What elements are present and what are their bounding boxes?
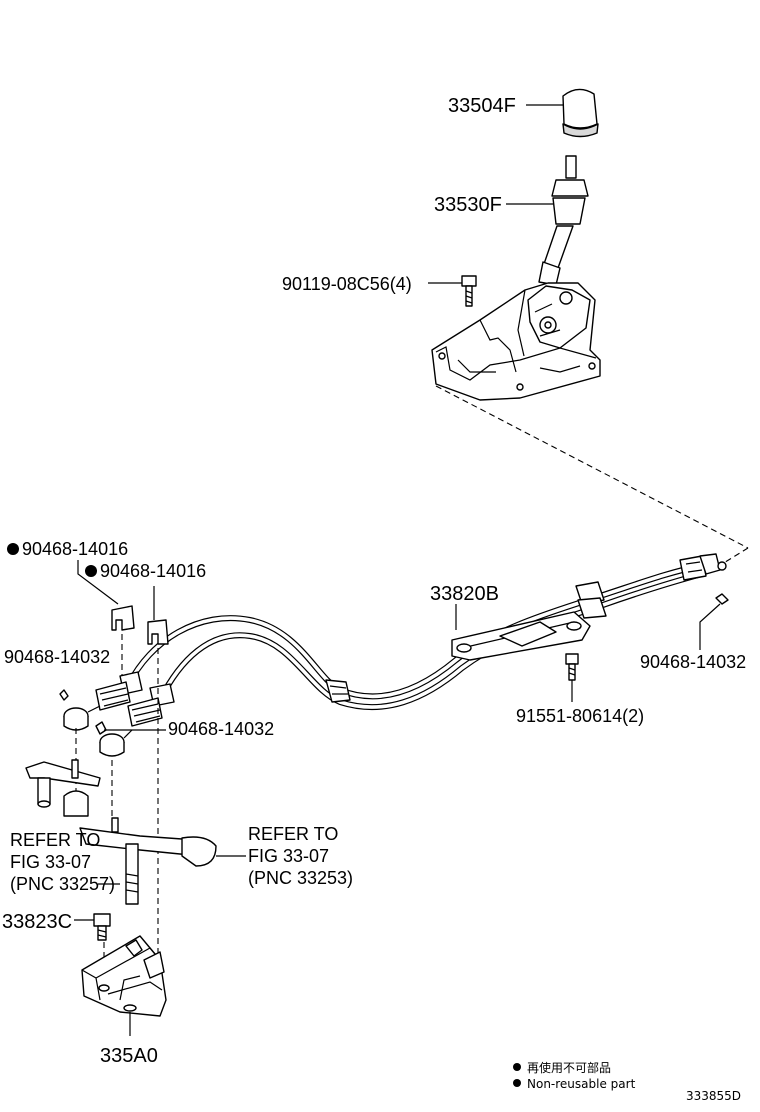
legend-dot-2 <box>513 1079 521 1087</box>
label-clip-lower-left: 90468-14032 <box>4 647 110 667</box>
refer-left-line3: (PNC 33257) <box>10 874 115 894</box>
shift-cable-assembly-part[interactable] <box>125 553 727 711</box>
clip-right-part[interactable] <box>715 593 729 605</box>
refer-left-line2: FIG 33-07 <box>10 852 91 872</box>
lever-bolt-part[interactable] <box>461 275 477 307</box>
clip-upper-left-part[interactable] <box>111 605 135 631</box>
label-clip-upper-right: 90468-14016 <box>100 561 206 581</box>
label-bracket-bolt: 33823C <box>2 911 72 933</box>
refer-right-line3: (PNC 33253) <box>248 868 353 888</box>
select-lever-part[interactable] <box>25 759 101 808</box>
label-lever: 33530F <box>434 194 502 216</box>
legend-dot-1 <box>513 1063 521 1071</box>
figure-id: 333855D <box>686 1089 741 1103</box>
non-reusable-dot-1 <box>7 543 19 555</box>
bracket-bolt-part[interactable] <box>93 913 111 941</box>
refer-right-line2: FIG 33-07 <box>248 846 329 866</box>
cable-end-left-part[interactable] <box>63 671 143 731</box>
non-reusable-dot-2 <box>85 565 97 577</box>
legend-en: Non-reusable part <box>527 1077 636 1091</box>
clip-lower-left-part[interactable] <box>59 689 69 701</box>
label-knob: 33504F <box>448 95 516 117</box>
cable-bolt-part[interactable] <box>565 653 579 681</box>
shift-lever-link-part[interactable] <box>63 790 217 905</box>
shift-lever-housing-part[interactable] <box>431 282 601 401</box>
shift-lever-part[interactable] <box>538 155 589 286</box>
clip-lower-mid-part[interactable] <box>95 721 107 735</box>
bracket-part[interactable] <box>81 935 167 1017</box>
label-cable-bolt: 91551-80614(2) <box>516 706 644 726</box>
refer-right-line1: REFER TO <box>248 824 338 844</box>
clip-upper-right-part[interactable] <box>147 619 169 645</box>
label-clip-right: 90468-14032 <box>640 652 746 672</box>
refer-left-line1: REFER TO <box>10 830 100 850</box>
label-lever-bolt: 90119-08C56(4) <box>282 274 412 294</box>
shift-knob-part[interactable] <box>562 88 599 138</box>
label-clip-lower-mid: 90468-14032 <box>168 719 274 739</box>
cable-end-mid-part[interactable] <box>99 683 175 757</box>
label-bracket: 335A0 <box>100 1045 158 1067</box>
label-cable-assy: 33820B <box>430 583 499 605</box>
legend: 再使用不可部品 Non-reusable part <box>513 1060 636 1091</box>
legend-jp: 再使用不可部品 <box>527 1060 611 1075</box>
label-clip-upper-left: 90468-14016 <box>22 539 128 559</box>
